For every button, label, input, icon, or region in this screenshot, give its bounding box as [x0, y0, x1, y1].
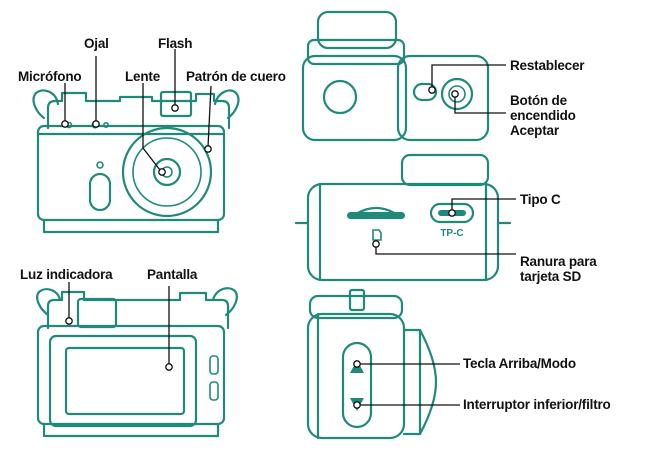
- label-microphone: Micrófono: [18, 69, 82, 84]
- label-strap-eyelet: Ojal: [84, 36, 109, 51]
- strap-lug-left: [32, 89, 60, 120]
- side-button-2: [209, 381, 219, 401]
- label-lens: Lente: [125, 69, 161, 84]
- reset-recess: [412, 82, 438, 102]
- top-lens-cap: [316, 10, 398, 50]
- top-left-block: [301, 54, 408, 142]
- label-power-button: Botón de encendido Aceptar: [510, 93, 576, 138]
- label-flash: Flash: [158, 36, 193, 51]
- leader-sd: [375, 242, 516, 255]
- lens-barrel: [121, 126, 213, 218]
- back-lug-right: [211, 287, 238, 317]
- lens-ring: [132, 137, 202, 207]
- back-body: [36, 324, 226, 426]
- leader-leather: [207, 85, 212, 148]
- camera-base: [42, 218, 220, 234]
- label-usb-type-c: Tipo C: [520, 192, 561, 207]
- side-eyelet: [348, 288, 366, 312]
- top-plate: [46, 91, 231, 130]
- lens-glass: [152, 157, 182, 187]
- leader-power: [454, 94, 506, 114]
- viewfinder: [76, 297, 118, 329]
- camera-back-view: [36, 282, 238, 438]
- power-button-inner: [448, 85, 466, 103]
- sd-slot: [347, 212, 405, 219]
- sd-card-icon: [372, 229, 382, 241]
- power-button: [440, 77, 474, 111]
- eyelet-hole-2: [103, 122, 110, 129]
- top-lens-collar: [306, 38, 406, 66]
- back-lug-left: [36, 288, 62, 317]
- grip: [88, 172, 112, 212]
- leader-type-c: [451, 198, 516, 213]
- label-up-mode-key: Tecla Arriba/Modo: [463, 356, 576, 371]
- top-dial: [322, 79, 358, 115]
- side-top: [308, 294, 404, 320]
- top-right-block: [396, 54, 490, 142]
- screen-bezel: [48, 334, 198, 428]
- flash-window: [159, 90, 193, 118]
- side-lens-barrel: [402, 328, 438, 436]
- label-down-filter-switch: Interruptor inferior/filtro: [463, 397, 611, 412]
- label-reset: Restablecer: [510, 58, 585, 73]
- bottom-lens-cap: [400, 153, 490, 187]
- label-sd-slot: Ranura para tarjeta SD: [520, 254, 597, 284]
- screen: [64, 346, 186, 416]
- camera-side-view: [306, 288, 460, 440]
- leader-reset: [431, 64, 506, 88]
- camera-top-view: [301, 10, 506, 142]
- side-button-1: [209, 355, 219, 375]
- label-indicator-light: Luz indicadora: [20, 267, 113, 282]
- side-body: [306, 312, 406, 440]
- camera-bottom-view: TP-C: [294, 153, 516, 282]
- label-screen: Pantalla: [147, 267, 198, 282]
- back-base: [42, 422, 220, 438]
- label-leather-pattern: Patrón de cuero: [186, 69, 286, 84]
- strap-lug-right: [213, 89, 240, 120]
- camera-body: [36, 124, 226, 222]
- side-button-panel: [341, 341, 373, 429]
- leader-lens: [142, 83, 161, 171]
- back-top-plate: [46, 290, 230, 330]
- port-marking: TP-C: [440, 228, 463, 239]
- bottom-body: [306, 182, 500, 282]
- camera-front-view: [32, 49, 240, 234]
- front-indicator: [96, 161, 104, 169]
